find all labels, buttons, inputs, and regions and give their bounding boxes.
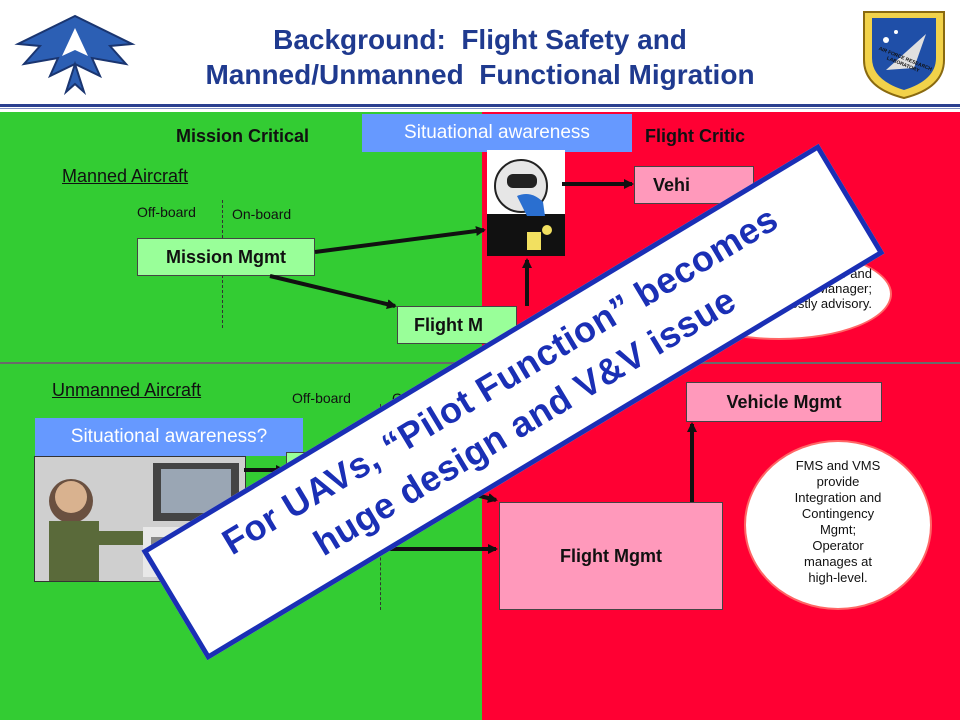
wings-icon: [14, 14, 136, 96]
unmanned-ellipse-line-3: Integration and: [794, 490, 882, 505]
situational-awareness-label: Situational awareness: [362, 114, 632, 152]
manned-off-board-label: Off-board: [137, 204, 196, 220]
title-line-1: Background: Flight Safety and: [273, 24, 687, 55]
page-title: Background: Flight Safety and Manned/Unm…: [150, 22, 810, 92]
manned-ellipse-line-3: ostly advisory.: [790, 296, 872, 311]
title-line-2: Manned/Unmanned Functional Migration: [205, 59, 755, 90]
flight-critical-label: Flight Critic: [645, 126, 745, 146]
shield-icon: [863, 11, 945, 100]
manned-aircraft-heading: Manned Aircraft: [62, 166, 189, 186]
mission-critical-label: Mission Critical: [176, 126, 310, 146]
unmanned-ellipse-line-8: high-level.: [808, 570, 868, 585]
header-divider-thin: [0, 108, 960, 109]
unmanned-aircraft-heading: Unmanned Aircraft: [52, 380, 202, 400]
pilot-illustration: [487, 150, 565, 256]
unmanned-ellipse-line-7: manages at: [804, 554, 872, 569]
unmanned-ellipse-line-5: Mgmt;: [819, 522, 857, 537]
unmanned-ellipse-line-6: Operator: [812, 538, 864, 553]
unmanned-ellipse-line-4: Contingency: [801, 506, 875, 521]
unmanned-ellipse-line-1: FMS and VMS: [795, 458, 881, 473]
unmanned-ellipse-line-2: provide: [816, 474, 860, 489]
manned-on-board-label: On-board: [232, 206, 292, 222]
afrl-shield-logo: [856, 4, 952, 102]
unmanned-role-ellipse: FMS and VMS provide Integration and Cont…: [744, 440, 932, 610]
air-force-logo: [10, 6, 140, 102]
unmanned-flight-mgmt-box: Flight Mgmt: [499, 502, 723, 610]
manned-mission-mgmt-box: Mission Mgmt: [137, 238, 315, 276]
header-divider: [0, 104, 960, 107]
unmanned-vehicle-mgmt-box: Vehicle Mgmt: [686, 382, 882, 422]
pilot-helmet-icon: [487, 159, 565, 256]
situational-awareness-question-label: Situational awareness?: [35, 418, 303, 456]
unmanned-off-board-label: Off-board: [292, 390, 351, 406]
